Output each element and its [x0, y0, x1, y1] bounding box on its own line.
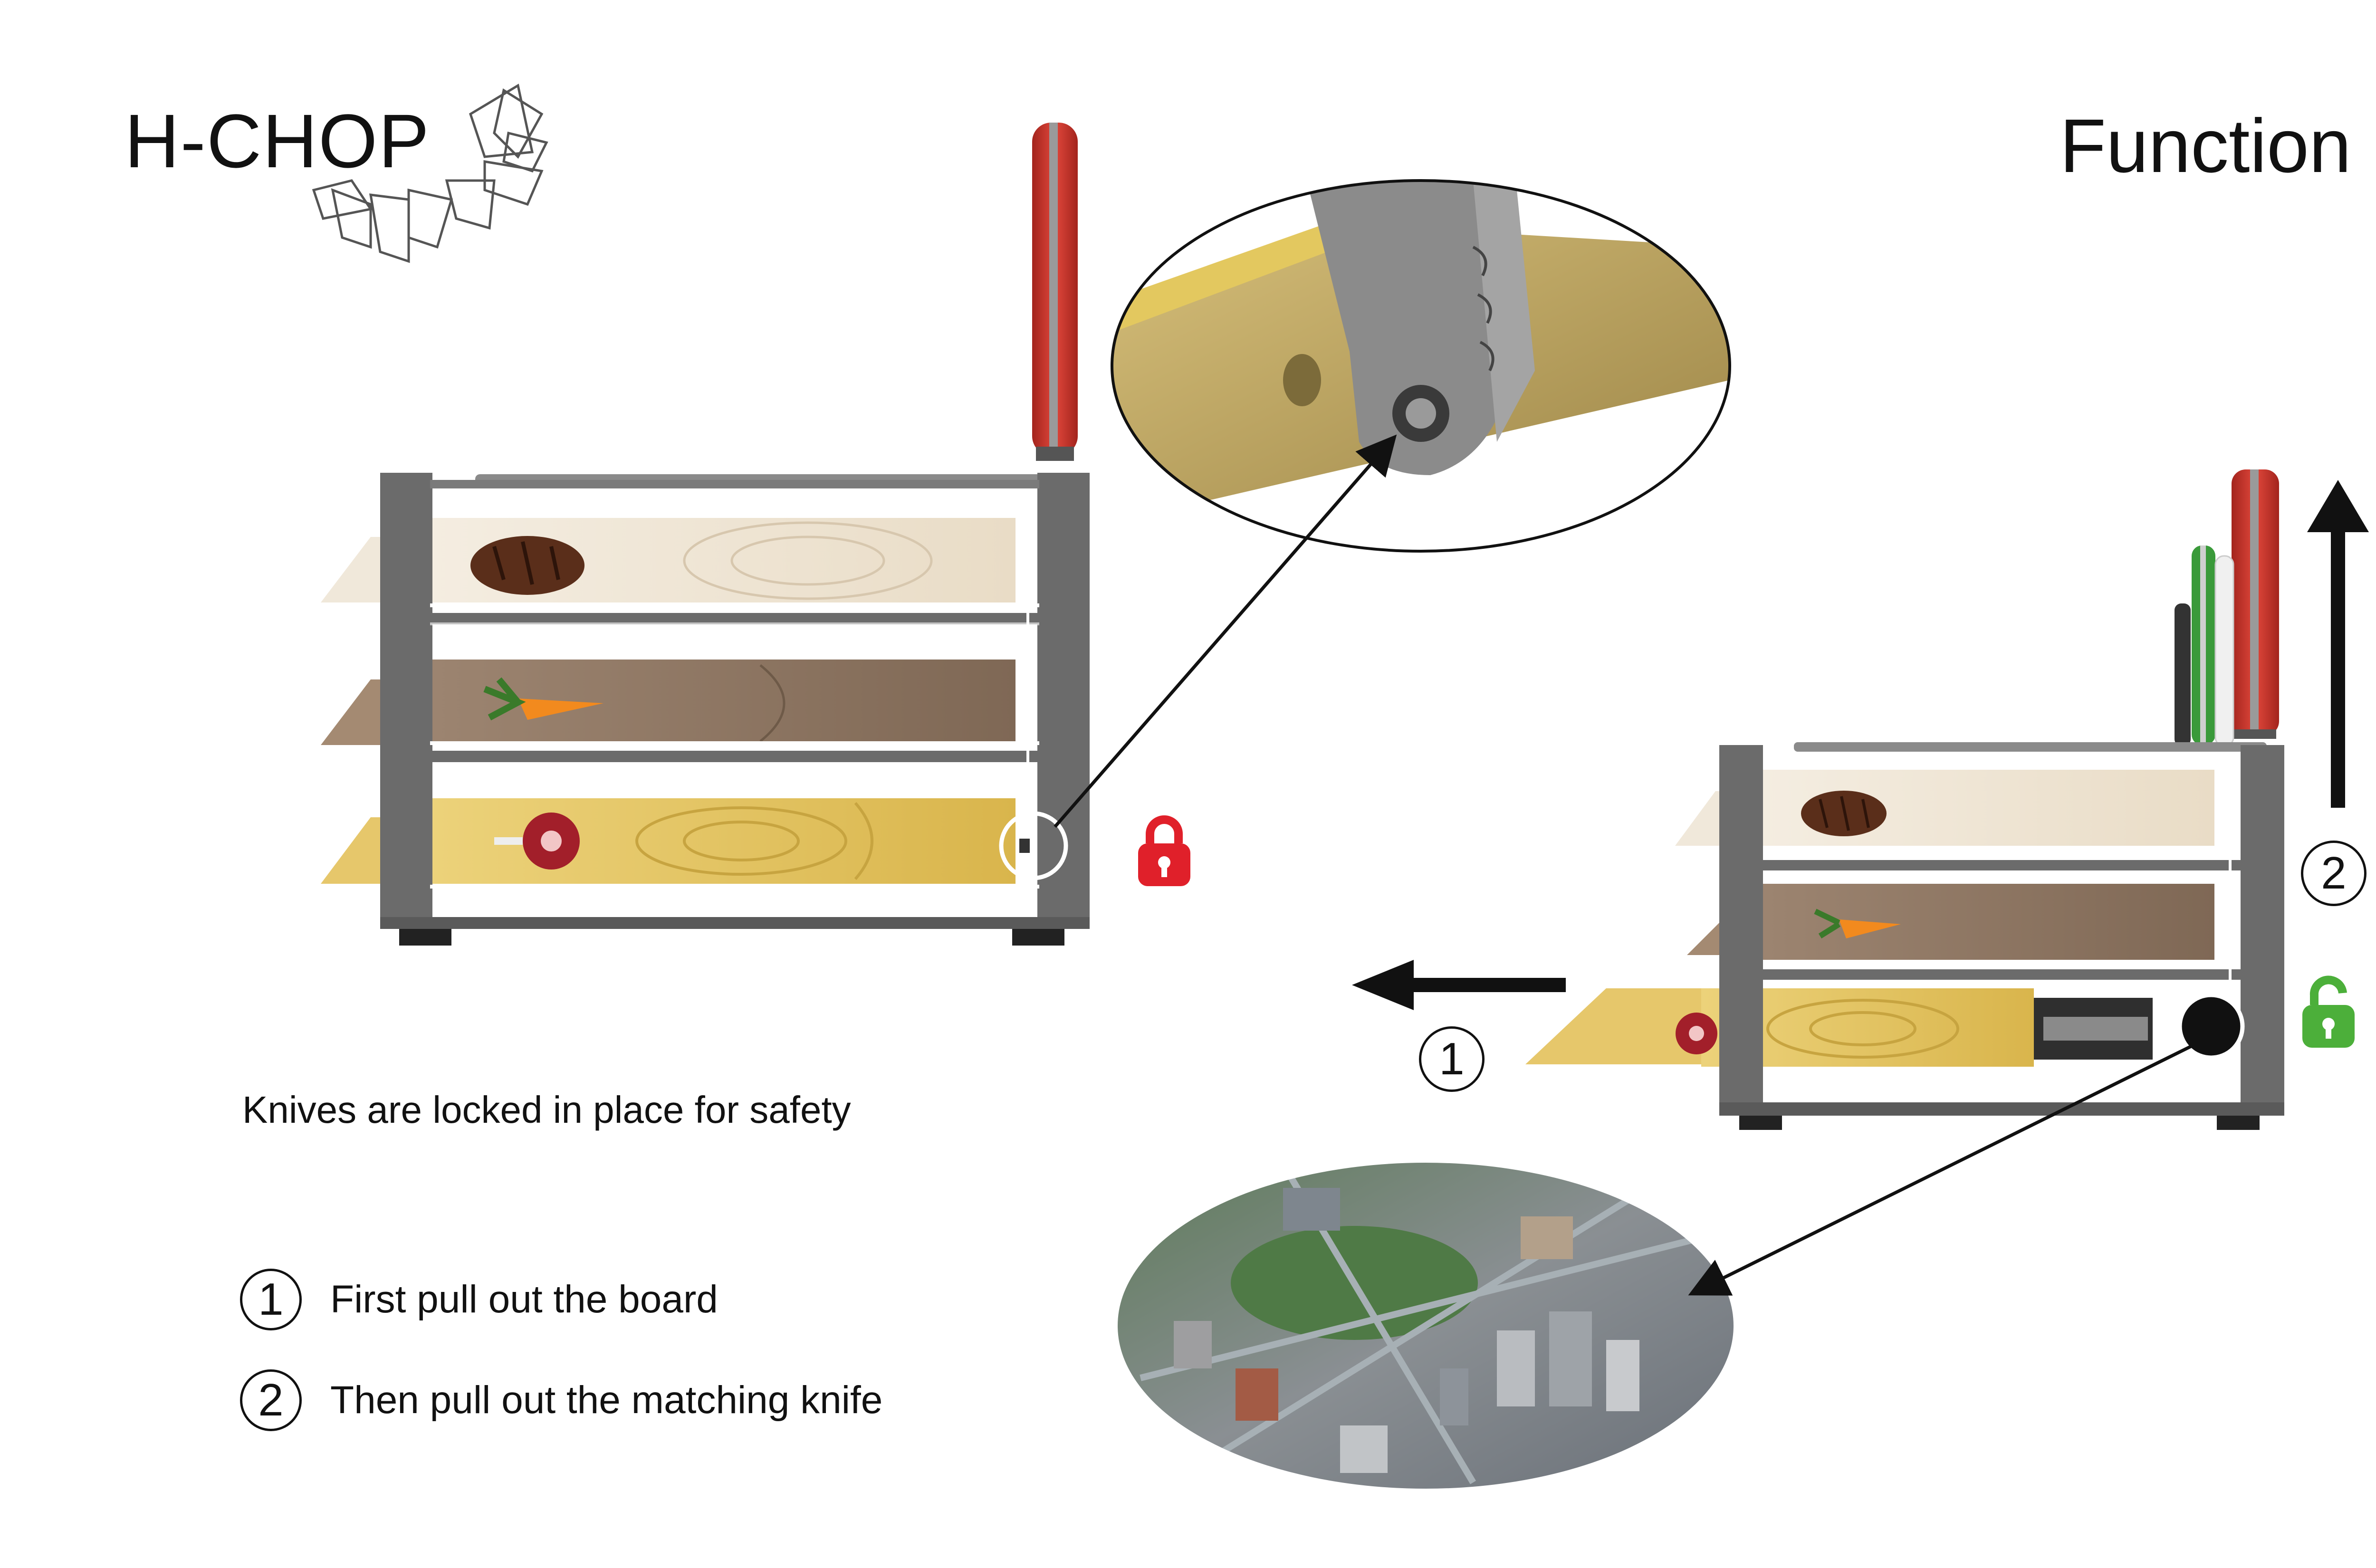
- step-number-badge: 2: [240, 1369, 302, 1431]
- bread-icon-right: [1801, 791, 1887, 836]
- green-knife: [2192, 545, 2215, 745]
- latch-zoom-detail: [1111, 179, 1731, 553]
- up-arrow-icon: [2307, 480, 2369, 808]
- zoom-pointer-arrow-bottom: [1688, 1043, 2194, 1296]
- left-organizer: [321, 123, 1090, 946]
- locked-padlock-icon: [1138, 815, 1190, 886]
- board-vegetable-right: [1687, 884, 2214, 960]
- unlocked-padlock-icon: [2302, 975, 2355, 1048]
- aerial-city-view: [1116, 1161, 1735, 1491]
- safety-caption: Knives are locked in place for safety: [242, 1089, 851, 1131]
- marker-pull-board: 1: [1419, 1026, 1485, 1092]
- dark-knife: [2175, 603, 2191, 746]
- step-text: Then pull out the matching knife: [330, 1378, 883, 1422]
- zoom-pointer-arrow-top: [1054, 434, 1397, 828]
- red-knife-handle: [1032, 123, 1078, 461]
- brand-logo-text: H-CHOP: [125, 98, 431, 183]
- right-organizer: [1525, 469, 2284, 1130]
- carrot-icon: [483, 677, 604, 721]
- step-2: 2 Then pull out the matching knife: [240, 1369, 882, 1431]
- marker-pull-knife: 2: [2301, 841, 2366, 906]
- white-knife: [2214, 555, 2234, 747]
- carrot-icon-right: [1814, 908, 1901, 939]
- left-arrow-icon: [1352, 960, 1566, 1010]
- logo-leaves-icon: [312, 84, 548, 263]
- board-meat-pulled: [1525, 988, 2153, 1067]
- meat-icon-right: [1676, 1013, 1717, 1054]
- bread-icon: [470, 536, 584, 595]
- steel-frame-right: [1719, 745, 2284, 1130]
- red-knife-raised: [2232, 469, 2279, 739]
- steel-frame: [380, 473, 1090, 946]
- step-text: First pull out the board: [330, 1278, 718, 1321]
- meat-icon: [494, 813, 580, 870]
- step-1: 1 First pull out the board: [240, 1269, 718, 1330]
- page-title: Function: [2060, 103, 2351, 188]
- step-number-badge: 1: [240, 1269, 302, 1330]
